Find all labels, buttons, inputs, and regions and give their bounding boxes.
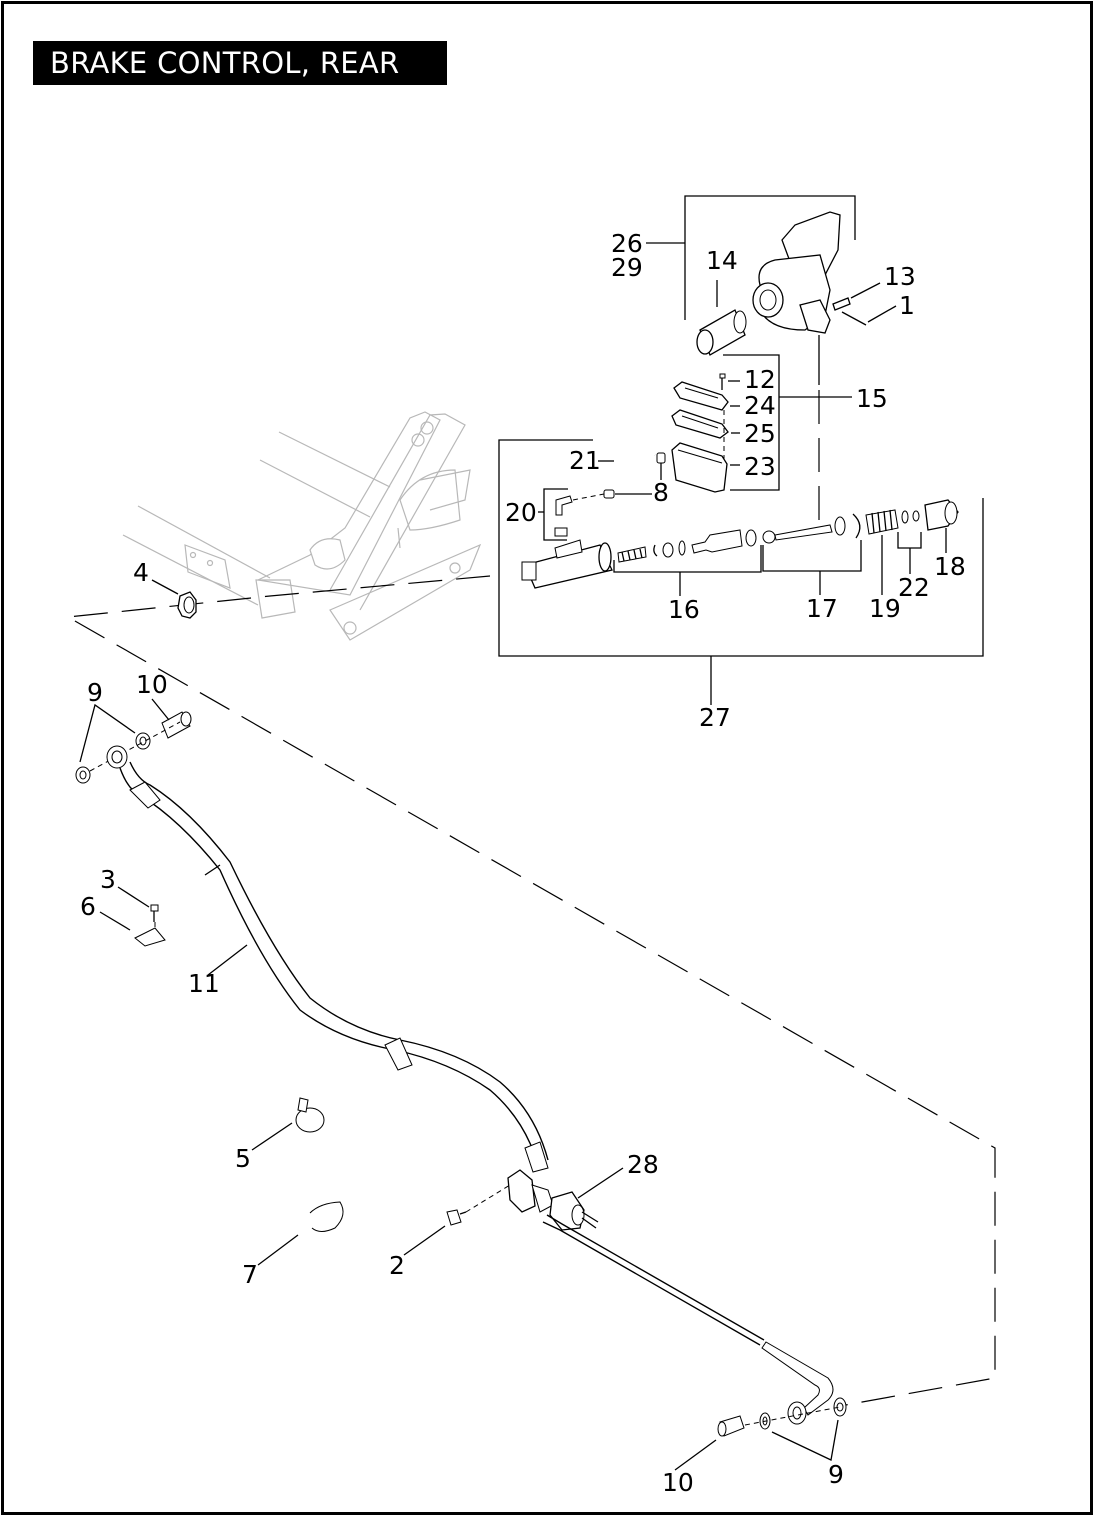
brake-light-switch-icon	[549, 1191, 599, 1231]
callout-18: 18	[934, 552, 966, 581]
callout-10-upper: 10	[136, 670, 168, 699]
leader-28	[577, 1167, 624, 1199]
bracket-15	[723, 354, 780, 491]
brake-line-icon	[542, 1214, 834, 1425]
bracket-27	[498, 439, 984, 657]
assembly-dash-lower	[744, 1406, 841, 1426]
callout-13: 13	[884, 262, 916, 291]
callout-12: 12	[744, 365, 776, 394]
cotter-pin-icon	[841, 311, 867, 326]
bracket-16	[613, 545, 762, 573]
frame-ghost-icon	[122, 411, 482, 641]
piston-kit-icon	[617, 529, 757, 563]
callout-16: 16	[668, 595, 700, 624]
o-ring-icon	[901, 510, 920, 524]
callout-17: 17	[806, 594, 838, 623]
callout-6: 6	[80, 892, 96, 921]
callout-8: 8	[653, 478, 669, 507]
callout-9-lower: 9	[828, 1460, 844, 1489]
bracket-line-26	[684, 195, 856, 320]
banjo-bolt-icon	[161, 711, 192, 739]
leader-13	[850, 282, 881, 299]
assembly-dash-switch	[465, 1184, 511, 1213]
hose-icon	[611, 448, 657, 493]
callout-3: 3	[100, 865, 116, 894]
page-title: BRAKE CONTROL, REAR	[33, 41, 447, 85]
callout-19: 19	[869, 594, 901, 623]
callout-22: 22	[898, 573, 930, 602]
assembly-dash-fitting	[572, 493, 605, 501]
leader-3	[117, 886, 150, 908]
hose-clamp-icon	[295, 1097, 325, 1133]
callout-9-upper: 9	[87, 678, 103, 707]
callout-11: 11	[188, 969, 220, 998]
hex-nut-icon	[177, 591, 197, 619]
callout-1: 1	[899, 291, 915, 320]
callout-4: 4	[133, 558, 149, 587]
leader-9-upper	[79, 703, 136, 763]
brake-hose-icon	[106, 745, 549, 1173]
assembly-centerline	[66, 575, 996, 1407]
leader-6	[99, 911, 131, 931]
callout-24: 24	[744, 391, 776, 420]
spring-icon	[865, 509, 899, 535]
clip-icon	[134, 927, 166, 947]
banjo-bolt-icon	[717, 1415, 745, 1437]
leader-10-lower	[674, 1439, 717, 1471]
callout-25: 25	[744, 419, 776, 448]
leader-10-upper	[151, 698, 170, 721]
bolt-icon	[446, 1209, 467, 1226]
callout-10-lower: 10	[662, 1468, 694, 1497]
clamp-icon	[309, 1201, 344, 1232]
leader-4	[151, 579, 179, 595]
bushing-icon	[696, 309, 747, 356]
reservoir-icon	[671, 442, 728, 493]
callout-2: 2	[389, 1251, 405, 1280]
bracket-20	[543, 488, 568, 541]
callout-21: 21	[569, 446, 601, 475]
leader-11	[207, 944, 248, 976]
callout-29: 29	[611, 253, 643, 282]
callout-7: 7	[242, 1260, 258, 1289]
leader-5	[251, 1122, 293, 1151]
cover-icon	[673, 381, 729, 411]
assembly-dash-upper	[89, 721, 181, 772]
callout-5: 5	[235, 1144, 251, 1173]
leader-2	[403, 1225, 446, 1256]
gasket-icon	[671, 409, 729, 439]
brake-pedal-icon	[752, 211, 841, 334]
bracket-22	[897, 532, 922, 549]
fitting-icon	[554, 495, 573, 537]
callout-14: 14	[706, 246, 738, 275]
bracket-17	[762, 540, 862, 572]
master-cylinder-icon	[521, 539, 613, 589]
clevis-pin-icon	[832, 297, 851, 311]
screw-icon	[150, 904, 159, 922]
leader-1	[867, 305, 897, 323]
callout-28: 28	[627, 1150, 659, 1179]
screw-icon	[719, 373, 726, 390]
washer-icon	[759, 1397, 847, 1430]
boot-icon	[924, 499, 959, 531]
callout-15: 15	[856, 384, 888, 413]
leader-7	[257, 1234, 299, 1266]
callout-23: 23	[744, 452, 776, 481]
bracket-icon	[507, 1169, 554, 1213]
callout-20: 20	[505, 498, 537, 527]
pushrod-kit-icon	[762, 513, 861, 544]
leader-9-lower	[771, 1419, 839, 1461]
callout-27: 27	[699, 703, 731, 732]
callout-26: 26	[611, 229, 643, 258]
